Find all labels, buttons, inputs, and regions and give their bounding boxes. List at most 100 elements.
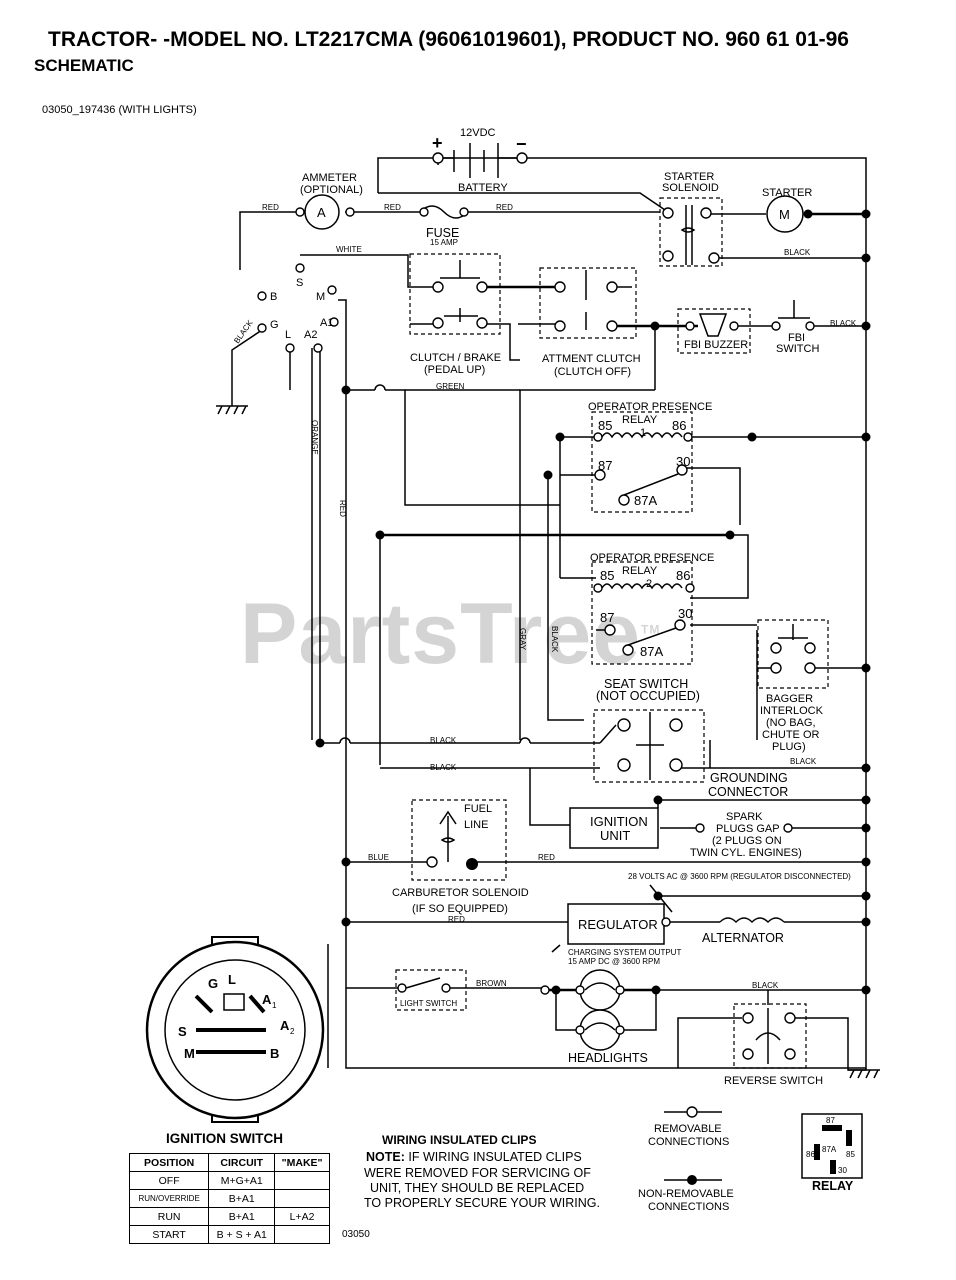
fuse-rating: 15 AMP bbox=[430, 238, 458, 247]
table-cell-extra bbox=[274, 1171, 330, 1190]
battery-label: BATTERY bbox=[458, 182, 508, 194]
fbi-switch: FBI SWITCH BLACK bbox=[771, 300, 857, 355]
relay2-t85: 85 bbox=[600, 568, 614, 583]
face-A2-sub: 2 bbox=[290, 1027, 295, 1036]
wire-label-blue: BLUE bbox=[368, 853, 389, 862]
document-reference: 03050_197436 (WITH LIGHTS) bbox=[42, 104, 197, 116]
starter-symbol: M bbox=[779, 207, 790, 222]
clutch-brake-label: CLUTCH / BRAKE bbox=[410, 352, 501, 364]
page-subtitle: SCHEMATIC bbox=[34, 56, 134, 75]
table-header: "MAKE" bbox=[274, 1153, 330, 1172]
table-cell-extra bbox=[274, 1225, 330, 1244]
terminal-A2-label: A2 bbox=[304, 329, 317, 341]
starter-motor: M STARTER BLACK bbox=[762, 187, 812, 257]
table-cell-position: START bbox=[128, 1225, 210, 1244]
alternator-label: ALTERNATOR bbox=[702, 931, 784, 945]
wire-label-red-1: RED bbox=[262, 203, 279, 212]
footer-code: 03050 bbox=[342, 1229, 370, 1240]
fuse-label: FUSE bbox=[426, 226, 459, 240]
ignition-switch-schematic: B S M G L A2 A1 WHITE BLACK ORANGE RED bbox=[216, 245, 362, 517]
bagger-note-2: CHUTE OR bbox=[762, 729, 820, 741]
fuel-line-label: LINE bbox=[464, 819, 488, 831]
reverse-switch: REVERSE SWITCH bbox=[724, 1003, 880, 1087]
table-cell-circuit: B+A1 bbox=[208, 1189, 276, 1208]
ignition-switch-face: G L A 1 S A 2 M B bbox=[145, 936, 325, 1123]
table-row: RUN/OVERRIDE B+A1 bbox=[128, 1189, 330, 1208]
carb-solenoid-note: (IF SO EQUIPPED) bbox=[412, 903, 508, 915]
table-cell-circuit: B+A1 bbox=[208, 1207, 276, 1226]
wire-label-black-fbi: BLACK bbox=[830, 319, 857, 328]
ignition-switch-table: POSITION CIRCUIT "MAKE" OFF M+G+A1 RUN/O… bbox=[128, 1153, 330, 1244]
wire-label-white: WHITE bbox=[336, 245, 362, 254]
bagger-label: BAGGER bbox=[766, 693, 813, 705]
wire-label-black-seat-1: BLACK bbox=[430, 736, 457, 745]
table-row: START B + S + A1 bbox=[128, 1225, 330, 1244]
wire-label-red-2: RED bbox=[384, 203, 401, 212]
headlights: HEADLIGHTS BLACK bbox=[540, 969, 779, 1065]
bagger-note-3: PLUG) bbox=[772, 741, 806, 753]
clips-note-bold: NOTE: bbox=[366, 1150, 405, 1164]
relay-pinout: 87 87A 86 85 30 RELAY bbox=[801, 1113, 863, 1193]
table-cell-extra bbox=[274, 1189, 330, 1208]
wire-label-black-ign: BLACK bbox=[232, 318, 255, 345]
relay-legend-label: RELAY bbox=[812, 1179, 854, 1193]
relay1-relay: RELAY bbox=[622, 414, 658, 426]
face-L: L bbox=[228, 972, 236, 987]
starter-solenoid-label: STARTER bbox=[664, 171, 714, 183]
ignition-unit: IGNITION UNIT SPARK PLUGS GAP (2 PLUGS O… bbox=[569, 807, 802, 859]
table-cell-circuit: B + S + A1 bbox=[208, 1225, 276, 1244]
face-A1-sub: 1 bbox=[272, 1001, 277, 1010]
wire-label-orange: ORANGE bbox=[310, 420, 319, 455]
ignition-unit-label-2: UNIT bbox=[600, 828, 630, 843]
terminal-A1-label: A1 bbox=[320, 317, 333, 329]
terminal-G-label: G bbox=[270, 319, 279, 331]
ammeter-symbol: A AMMETER (OPTIONAL) RED RED RED bbox=[262, 172, 513, 230]
clutch-brake-switch: CLUTCH / BRAKE (PEDAL UP) GREEN bbox=[409, 253, 501, 391]
terminal-M-label: M bbox=[316, 291, 325, 303]
battery-symbol: 12VDC BATTERY + − bbox=[432, 127, 528, 194]
light-switch-label: LIGHT SWITCH bbox=[400, 999, 457, 1008]
relay1-label: OPERATOR PRESENCE bbox=[588, 401, 712, 413]
grounding-label: GROUNDING bbox=[710, 771, 788, 785]
relay2-relay: RELAY bbox=[622, 565, 658, 577]
page-title: TRACTOR- -MODEL NO. LT2217CMA (960610196… bbox=[48, 28, 849, 51]
wires bbox=[231, 157, 867, 1071]
wire-label-red-reg: RED bbox=[448, 915, 465, 924]
operator-presence-relay-1: OPERATOR PRESENCE RELAY 1 85 86 87 30 87… bbox=[588, 401, 712, 513]
relay2-t87: 87 bbox=[600, 610, 614, 625]
table-cell-position: RUN/OVERRIDE bbox=[128, 1189, 210, 1208]
fuse-symbol: FUSE 15 AMP bbox=[419, 205, 469, 247]
seat-switch: SEAT SWITCH (NOT OCCUPIED) GROUNDING CON… bbox=[430, 677, 788, 799]
face-A1: A bbox=[262, 992, 272, 1007]
junctions bbox=[315, 209, 871, 995]
relay2-t86: 86 bbox=[676, 568, 690, 583]
wire-label-green: GREEN bbox=[436, 382, 465, 391]
terminal-S-label: S bbox=[296, 277, 303, 289]
bagger-interlock: BAGGER INTERLOCK (NO BAG, CHUTE OR PLUG)… bbox=[757, 619, 829, 766]
spark-label: SPARK bbox=[726, 811, 763, 823]
relay-pin-30: 30 bbox=[838, 1166, 847, 1175]
terminal-B-label: B bbox=[270, 291, 277, 303]
fbi-switch-label: FBI bbox=[788, 332, 805, 344]
charging-output-value: 15 AMP DC @ 3600 RPM bbox=[568, 957, 660, 966]
fuel-label: FUEL bbox=[464, 803, 492, 815]
wire-label-black-seat-2: BLACK bbox=[430, 763, 457, 772]
fbi-buzzer: FBI BUZZER bbox=[677, 308, 751, 354]
wire-label-black-vert: BLACK bbox=[550, 626, 559, 653]
spark-plugs-gap: PLUGS GAP bbox=[716, 823, 780, 835]
relay1-t87: 87 bbox=[598, 458, 612, 473]
relay1-t85: 85 bbox=[598, 418, 612, 433]
battery-plus-icon: + bbox=[432, 133, 443, 153]
carburetor-solenoid: FUEL LINE CARBURETOR SOLENOID (IF SO EQU… bbox=[368, 799, 555, 924]
operator-presence-relay-2: OPERATOR PRESENCE RELAY 2 85 86 87 30 87… bbox=[518, 552, 714, 665]
clips-note-3: UNIT, THEY SHOULD BE REPLACED bbox=[370, 1181, 585, 1195]
face-G: G bbox=[208, 976, 218, 991]
ignition-unit-label: IGNITION bbox=[590, 814, 648, 829]
ammeter-optional: (OPTIONAL) bbox=[300, 184, 363, 196]
wire-label-black-bag: BLACK bbox=[790, 757, 817, 766]
wire-label-red-vert: RED bbox=[338, 500, 347, 517]
starter-solenoid-label-2: SOLENOID bbox=[662, 182, 719, 194]
clips-note-rest: IF WIRING INSULATED CLIPS bbox=[404, 1150, 582, 1164]
table-cell-circuit: M+G+A1 bbox=[208, 1171, 276, 1190]
